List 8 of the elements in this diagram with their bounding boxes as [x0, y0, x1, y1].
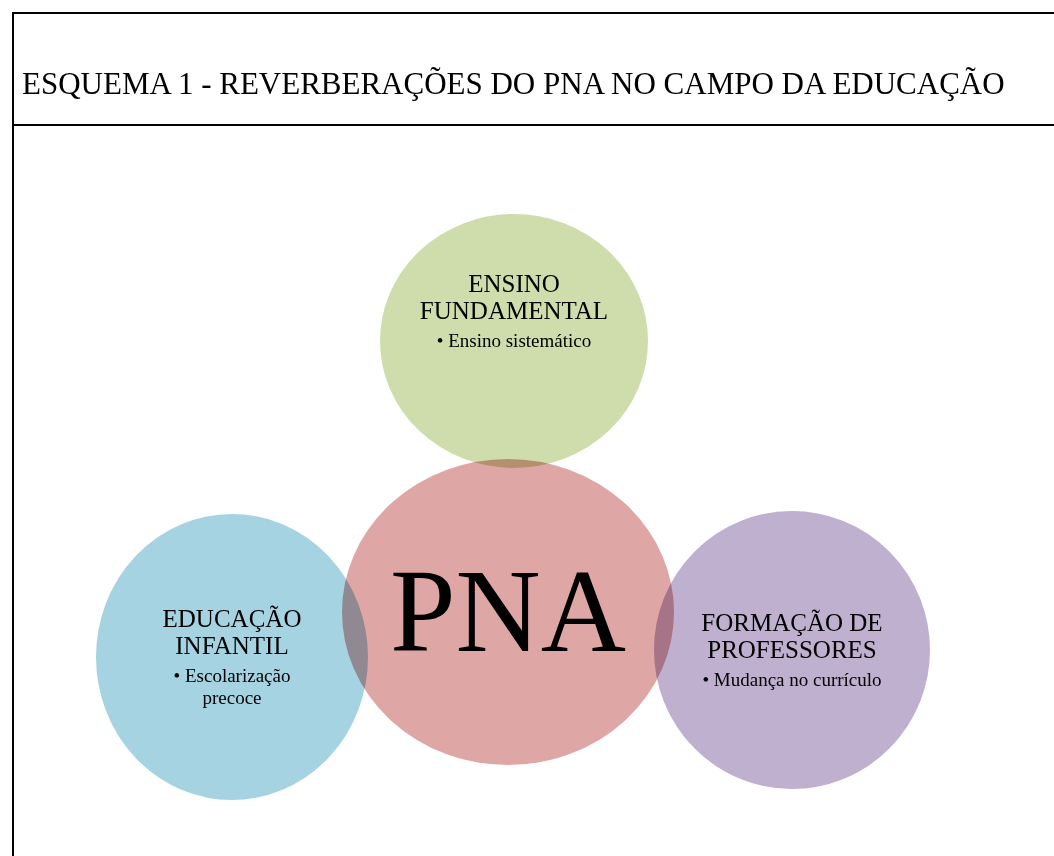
bullet-item: • Ensino sistemático: [436, 330, 592, 352]
center-label: PNA: [389, 552, 627, 672]
diagram-title: ESQUEMA 1 - REVERBERAÇÕES DO PNA NO CAMPO DA EDUCAÇÃO: [22, 66, 1005, 102]
circle-heading: FORMAÇÃO DE PROFESSORES: [700, 609, 884, 663]
bullet-item: • Mudança no currículo: [702, 669, 882, 691]
circle-heading: ENSINO FUNDAMENTAL: [418, 270, 610, 324]
bullet-item: • Escolarização precoce: [172, 665, 292, 709]
circle-heading: EDUCAÇÃO INFANTIL: [161, 605, 303, 659]
